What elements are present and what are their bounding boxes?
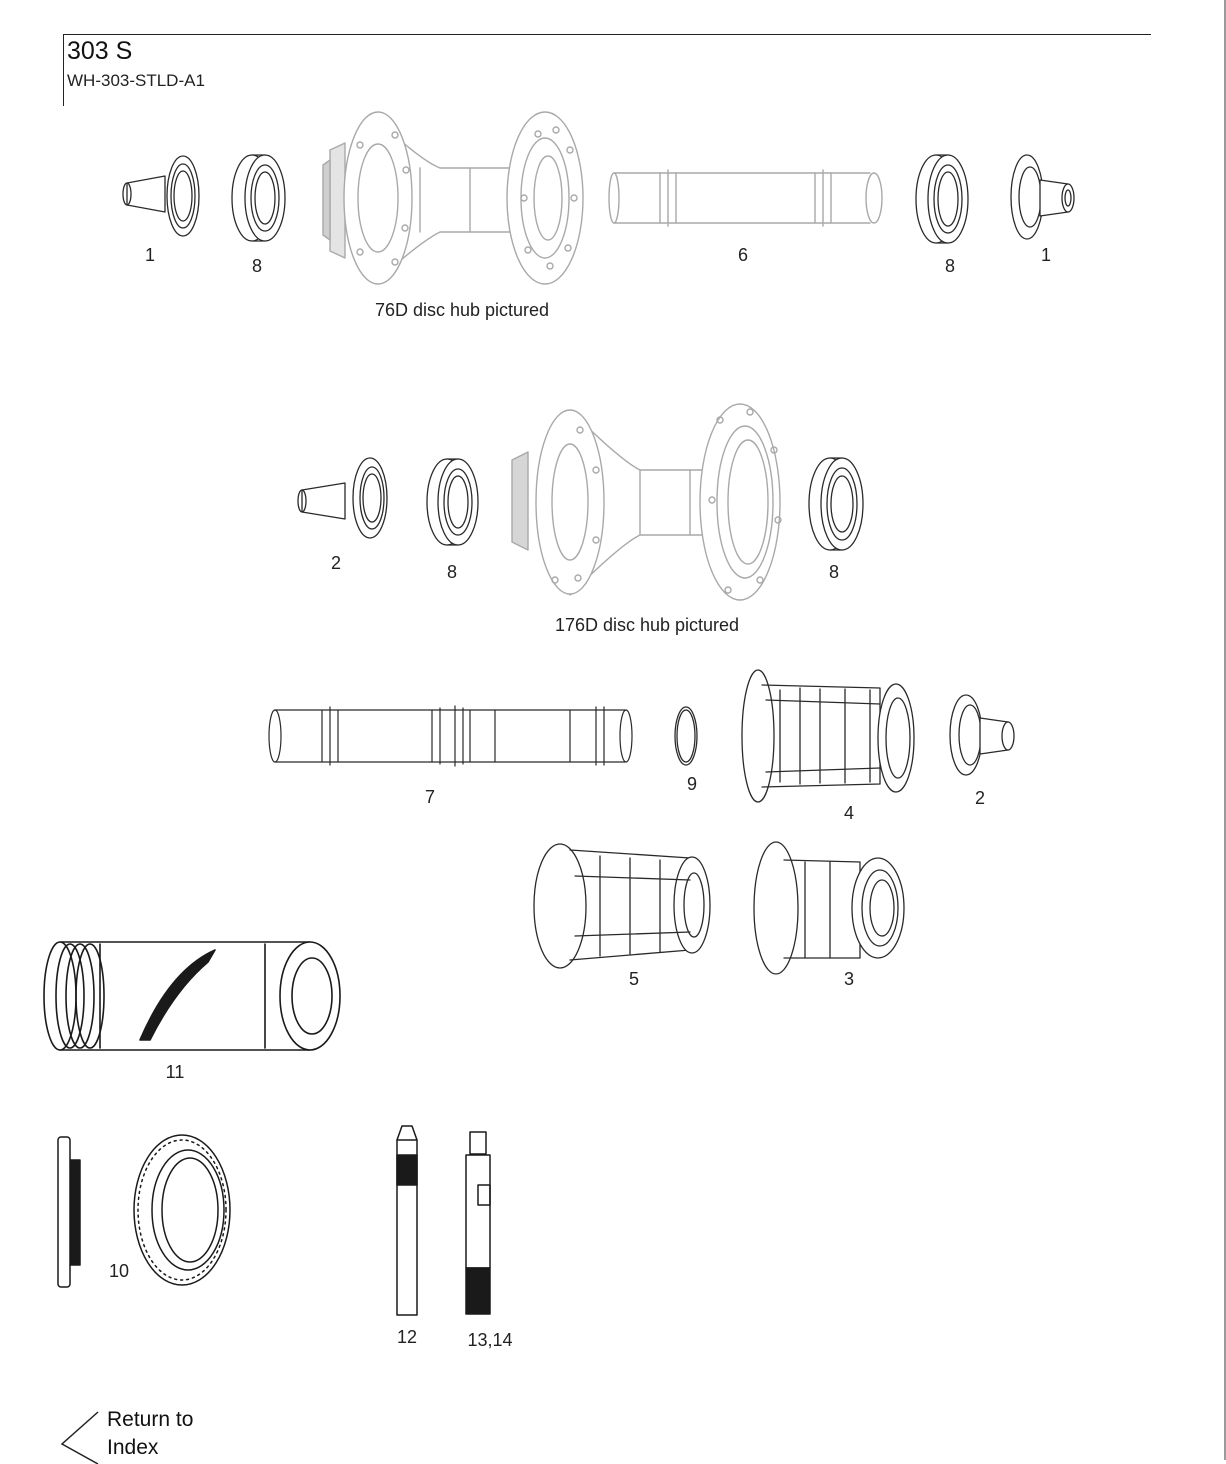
return-to-index-label: Return to Index bbox=[107, 1406, 193, 1462]
caption-rear-hub: 176D disc hub pictured bbox=[554, 615, 740, 635]
front-left-endcap bbox=[122, 155, 200, 237]
return-to-index-link[interactable]: Return to Index bbox=[58, 1404, 228, 1464]
callout-rear-right-bearing: 8 bbox=[828, 562, 840, 582]
callout-front-left-bearing: 8 bbox=[251, 256, 263, 276]
callout-valve: 13,14 bbox=[467, 1330, 513, 1350]
callout-front-axle: 6 bbox=[737, 245, 749, 265]
rear-right-bearing bbox=[808, 457, 864, 551]
callout-oring: 9 bbox=[686, 774, 698, 794]
callout-lockring: 10 bbox=[108, 1261, 130, 1281]
front-hub-shell bbox=[322, 111, 584, 285]
rear-hub-shell bbox=[511, 403, 782, 601]
model-code: WH-303-STLD-A1 bbox=[67, 71, 205, 90]
callout-rear-left-endcap: 2 bbox=[330, 553, 342, 573]
freehub-body-b bbox=[533, 843, 711, 969]
caption-front-hub: 76D disc hub pictured bbox=[374, 300, 550, 320]
freehub-body-a bbox=[741, 669, 915, 803]
freehub-body-c bbox=[753, 841, 905, 975]
callout-front-right-endcap: 1 bbox=[1040, 245, 1052, 265]
rear-axle bbox=[268, 705, 633, 767]
lockring bbox=[57, 1134, 231, 1288]
header-rule-left bbox=[63, 34, 64, 106]
callout-front-right-bearing: 8 bbox=[944, 256, 956, 276]
tool-pin bbox=[396, 1125, 418, 1316]
callout-rear-right-endcap: 2 bbox=[974, 788, 986, 808]
valve-core bbox=[465, 1131, 491, 1315]
front-left-bearing bbox=[231, 154, 286, 242]
return-label-line2: Index bbox=[107, 1436, 159, 1459]
front-right-bearing bbox=[915, 154, 969, 244]
bottom-bracket-shell bbox=[43, 941, 341, 1051]
front-axle bbox=[608, 169, 883, 227]
return-label-line1: Return to bbox=[107, 1408, 194, 1431]
oring bbox=[674, 706, 698, 766]
callout-bottom-bracket: 11 bbox=[165, 1062, 185, 1082]
callout-freehub-c: 3 bbox=[843, 969, 855, 989]
callout-rear-left-bearing: 8 bbox=[446, 562, 458, 582]
page-title: 303 S bbox=[67, 37, 133, 65]
front-right-endcap bbox=[1010, 154, 1075, 240]
rear-right-endcap bbox=[949, 694, 1015, 776]
rear-left-bearing bbox=[426, 458, 479, 546]
back-arrow-icon bbox=[60, 1411, 99, 1464]
header-rule-top bbox=[63, 34, 1151, 35]
callout-front-left-endcap: 1 bbox=[144, 245, 156, 265]
callout-tool-pin: 12 bbox=[396, 1327, 418, 1347]
callout-freehub-a: 4 bbox=[843, 803, 855, 823]
callout-freehub-b: 5 bbox=[628, 969, 640, 989]
rear-left-endcap bbox=[297, 457, 388, 539]
page-edge-scrollbar[interactable] bbox=[1224, 0, 1226, 1460]
callout-rear-axle: 7 bbox=[424, 787, 436, 807]
